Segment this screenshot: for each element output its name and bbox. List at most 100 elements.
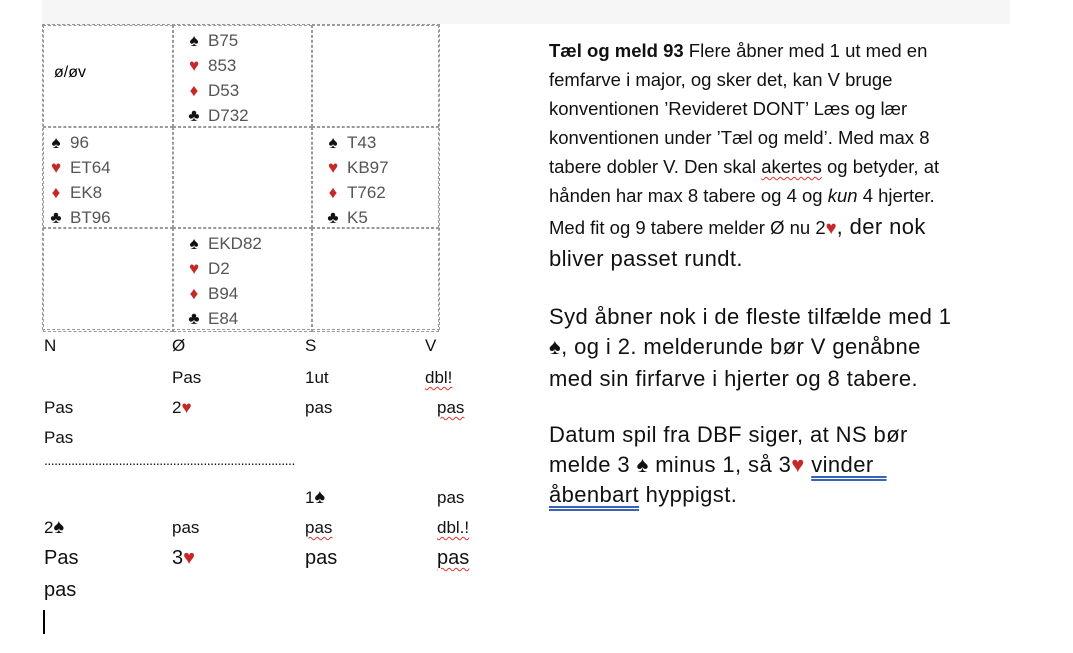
hand-west: ♠96 ♥ET64 ♦EK8 ♣BT96 [43,127,173,228]
text-line: konventionen under ’Tæl og meld’. Med ma… [549,127,930,148]
bid: 2♥ [172,398,192,418]
bid: pas [437,398,465,417]
header-west: V [425,336,437,355]
empty-cell [173,127,312,228]
bridge-diagram: ø/øv ♠B75 ♥853 ♦D53 ♣D732 ♠96 ♥ET64 ♦EK8… [42,24,440,332]
bid: pas [437,488,465,507]
text-line: melde 3 ♠ minus 1, så 3♥ vinder [549,452,887,478]
south-spades: EKD82 [208,234,262,253]
bid: 2♠ [44,516,64,539]
heart-icon: ♥ [188,56,200,75]
separator: ........................................… [44,452,295,468]
spade-icon: ♠ [549,334,562,359]
club-icon: ♣ [50,208,62,227]
club-icon: ♣ [188,309,200,328]
text-span: og betyder, at [821,156,940,177]
spade-icon: ♠ [189,31,199,50]
empty-cell [312,228,439,332]
text-span: 4 hjerter. [857,185,935,206]
text-span: tabere dobler V. Den skal [549,156,762,177]
grammar-flagged-text: vinder [811,452,874,477]
diamond-icon: ♦ [189,284,199,303]
text-span: kun [827,185,858,206]
header-east: Ø [172,336,186,355]
text-line: tabere dobler V. Den skal akertes og bet… [549,156,939,178]
spade-icon: ♠ [53,516,65,538]
south-hearts: D2 [208,259,230,278]
text-line: åbenbart hyppigst. [549,482,737,508]
bid: 3♥ [172,547,195,570]
text-line: femfarve i major, og sker det, kan V bru… [549,69,893,90]
spade-icon: ♠ [636,452,649,477]
text-line: hånden har max 8 tabere og 4 og kun 4 hj… [549,185,935,207]
hand-east: ♠ T43 ♥ KB97 ♦ T762 ♣ K5 [312,127,439,228]
south-diamonds: B94 [208,284,239,303]
text-cursor [43,610,45,634]
bid-level: 2 [44,518,54,537]
heart-icon: ♥ [181,398,192,417]
text-span: melde 3 [549,452,637,477]
east-diamonds: T762 [347,183,386,202]
text-span: Flere åbner med 1 ut med en [683,40,928,61]
heart-icon: ♥ [327,158,339,177]
text-line: med sin firfarve i hjerter og 8 tabere. [549,366,918,391]
club-icon: ♣ [327,208,339,227]
diamond-icon: ♦ [189,81,199,100]
empty-cell [43,228,173,332]
south-clubs: E84 [208,309,239,328]
bid: dbl! [425,368,453,387]
text-span: , der nok [836,214,926,239]
hand-south: ♠ EKD82 ♥ D2 ♦ B94 ♣ E84 [173,228,312,332]
bid: Pas [44,428,74,447]
text-span: minus 1, så 3 [648,452,792,477]
bid: pas [305,547,338,569]
diamond-icon: ♦ [51,183,61,202]
bid: 1♠ [305,486,325,509]
text-line: Datum spil fra DBF siger, at NS bør [549,422,908,447]
spade-icon: ♠ [189,234,199,253]
bid: pas [172,518,200,537]
heart-icon: ♥ [791,452,805,477]
hand-north: ♠B75 ♥853 ♦D53 ♣D732 [173,25,312,127]
bid-level: 1 [305,488,315,507]
text-span: hyppigst. [639,482,738,507]
bid: dbl.! [437,518,470,537]
text-line: Med fit og 9 tabere melder Ø nu 2♥, der … [549,214,926,240]
text-span: Med fit og 9 tabere melder Ø nu 2 [549,217,826,238]
club-icon: ♣ [188,106,200,125]
spade-icon: ♠ [314,486,326,508]
text-line: Tæl og meld 93 Flere åbner med 1 ut med … [549,40,927,62]
heart-icon: ♥ [188,259,200,278]
bid: 1ut [305,368,329,387]
text-line: konventionen ’Revideret DONT’ Læs og lær [549,98,908,119]
text-line: ♠, og i 2. melderunde bør V genåbne [549,334,921,360]
heart-icon: ♥ [50,158,62,177]
north-clubs: D732 [208,106,249,125]
grammar-flagged-text: åbenbart [549,482,640,507]
east-spades: T43 [347,133,377,152]
vulnerability: ø/øv [43,25,173,127]
west-diamonds: EK8 [70,183,103,202]
text-line: Syd åbner nok i de fleste tilfælde med 1 [549,304,952,329]
misspelled-word: akertes [761,156,822,177]
spade-icon: ♠ [328,133,338,152]
heart-icon: ♥ [183,547,195,569]
text-line: bliver passet rundt. [549,246,743,271]
bid: Pas [44,398,74,417]
east-clubs: K5 [347,208,368,227]
bid: pas [305,398,333,417]
east-hearts: KB97 [347,158,389,177]
bid: pas [437,547,470,569]
text-span: hånden har max 8 tabere og 4 og [549,185,828,206]
bid-level: 3 [172,547,184,569]
bid: pas [44,579,77,601]
bid: pas [305,518,333,537]
north-diamonds: D53 [208,81,240,100]
heart-icon: ♥ [825,217,837,238]
bid: Pas [172,368,202,387]
diamond-icon: ♦ [328,183,338,202]
header-south: S [305,336,317,355]
north-spades: B75 [208,31,239,50]
title: Tæl og meld 93 [549,40,684,61]
spade-icon: ♠ [51,133,61,152]
